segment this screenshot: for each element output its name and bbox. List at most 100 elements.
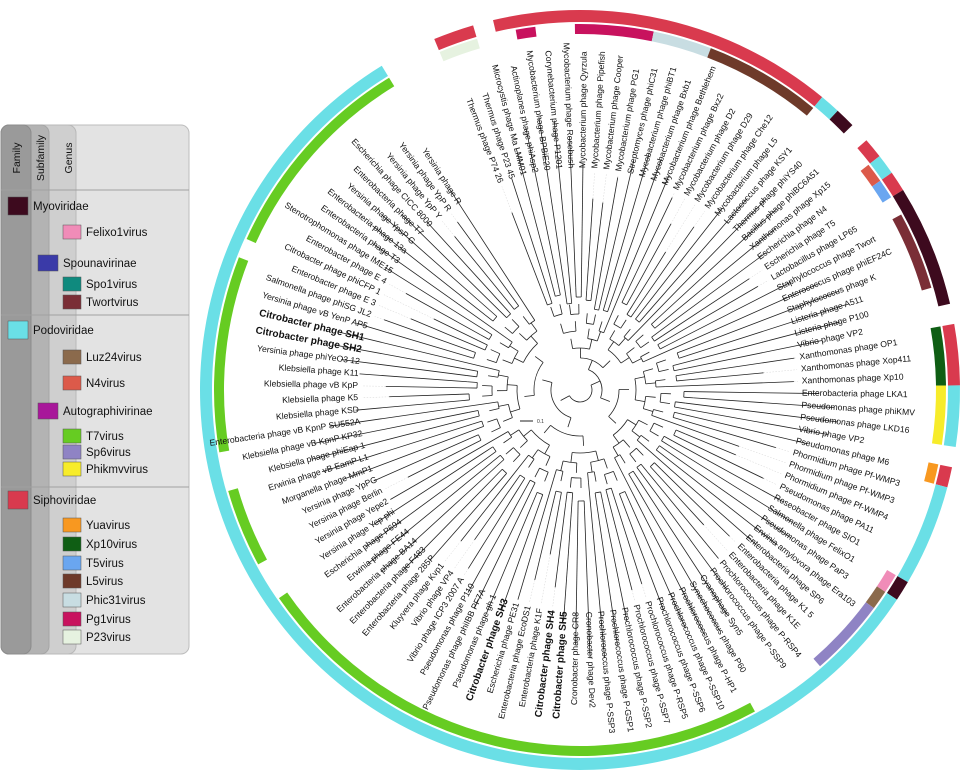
tree-branch [585, 290, 588, 301]
tree-branch [656, 449, 665, 457]
tree-branch [588, 482, 606, 658]
tree-branch [682, 419, 776, 449]
tree-branch [634, 198, 767, 334]
tree-branch [524, 479, 531, 490]
tree-branch [467, 369, 478, 372]
tree-branch [638, 479, 728, 616]
leaf-guide-line [763, 478, 777, 485]
tree-branch [367, 461, 493, 565]
tree-branch [660, 401, 671, 405]
leaf-guide-line [383, 294, 434, 320]
tree-branch [595, 450, 599, 461]
tree-branch [594, 492, 597, 503]
tree-branch [673, 434, 683, 440]
legend-myoviridae-label: Myoviridae [33, 201, 89, 213]
tree-branch [567, 491, 573, 494]
tree-branch [482, 395, 493, 397]
tree-branch [602, 300, 607, 311]
tree-branch [587, 328, 590, 339]
tree-branch [613, 323, 621, 329]
tree-branch [600, 491, 604, 502]
tree-branch [693, 397, 835, 409]
tree-branch [542, 379, 553, 383]
tree-branch [657, 339, 667, 346]
tree-branch [359, 373, 468, 383]
genus-ring-segment-sp6virus [813, 602, 874, 667]
tree-branch [484, 344, 488, 351]
tree-branch [519, 474, 526, 479]
genus-ring-segment-t5virus [872, 180, 892, 203]
tree-branch [605, 153, 650, 301]
tree-branch [662, 227, 777, 323]
tree-branch [603, 323, 608, 333]
tree-branch [522, 454, 529, 464]
tree-branch [590, 290, 593, 301]
tree-branch [619, 491, 626, 495]
tree-branch [572, 347, 590, 350]
tree-branch [593, 299, 597, 310]
tree-branch [567, 417, 572, 428]
tree-branch [559, 492, 562, 503]
tree-branch [674, 401, 676, 408]
tree-branch [555, 294, 561, 297]
tree-branch [497, 401, 500, 409]
tree-branch [618, 337, 626, 346]
tree-branch [602, 501, 628, 622]
tree-branch [631, 420, 640, 432]
leaf-guide-line [602, 173, 607, 203]
legend-family-column [0, 124, 32, 655]
tree-branch [668, 281, 792, 345]
tree-branch [511, 178, 550, 295]
legend-myoviridae-swatch [7, 196, 29, 216]
tree-branch [595, 491, 601, 494]
tree-branch [518, 429, 528, 441]
tree-branch [506, 313, 511, 318]
leaf-guide-line [451, 213, 458, 223]
legend-pg1virus-label: Pg1virus [86, 614, 131, 626]
tree-branch [613, 315, 619, 325]
tree-branch [486, 359, 497, 363]
tree-branch [649, 430, 659, 437]
tree-branch [389, 393, 460, 398]
tree-branch [626, 347, 635, 355]
tree-branch [571, 492, 574, 503]
tree-branch [607, 341, 615, 351]
tree-branch [534, 356, 544, 363]
tree-branch [565, 294, 568, 305]
tree-branch [553, 313, 563, 317]
tree-branch [512, 297, 520, 307]
tree-branch [677, 348, 687, 354]
tree-branch [457, 221, 514, 299]
tree-branch [651, 317, 659, 325]
tree-branch [563, 502, 573, 621]
genus-ring-segment-t7virus [214, 257, 249, 453]
leaf-label: Klebsiella phage K5 [282, 392, 358, 405]
tree-branch [605, 487, 612, 491]
tree-branch [508, 404, 513, 418]
tree-branch [496, 418, 501, 428]
tree-branch [672, 365, 675, 371]
tree-branch [489, 367, 500, 372]
tree-branch [487, 418, 497, 423]
tree-branch [473, 352, 476, 359]
leaf-guide-line [374, 316, 385, 320]
tree-branch [673, 429, 677, 436]
tree-branch [560, 395, 570, 401]
tree-branch [480, 334, 490, 340]
tree-branch [543, 425, 551, 434]
tree-branch [590, 462, 593, 473]
tree-branch [402, 476, 496, 571]
tree-branch [607, 175, 669, 324]
leaf-guide-line [729, 536, 737, 543]
tree-branch [534, 467, 540, 478]
tree-branch [580, 357, 604, 368]
leaf-label: Klebsiella phage vB KpP [264, 378, 359, 390]
tree-branch [529, 479, 536, 484]
tree-branch [497, 370, 500, 378]
tree-branch [629, 447, 637, 455]
tree-branch [633, 482, 721, 632]
tree-branch [401, 214, 500, 311]
tree-branch [649, 422, 655, 432]
tree-branch [621, 302, 627, 306]
tree-branch [467, 381, 478, 383]
